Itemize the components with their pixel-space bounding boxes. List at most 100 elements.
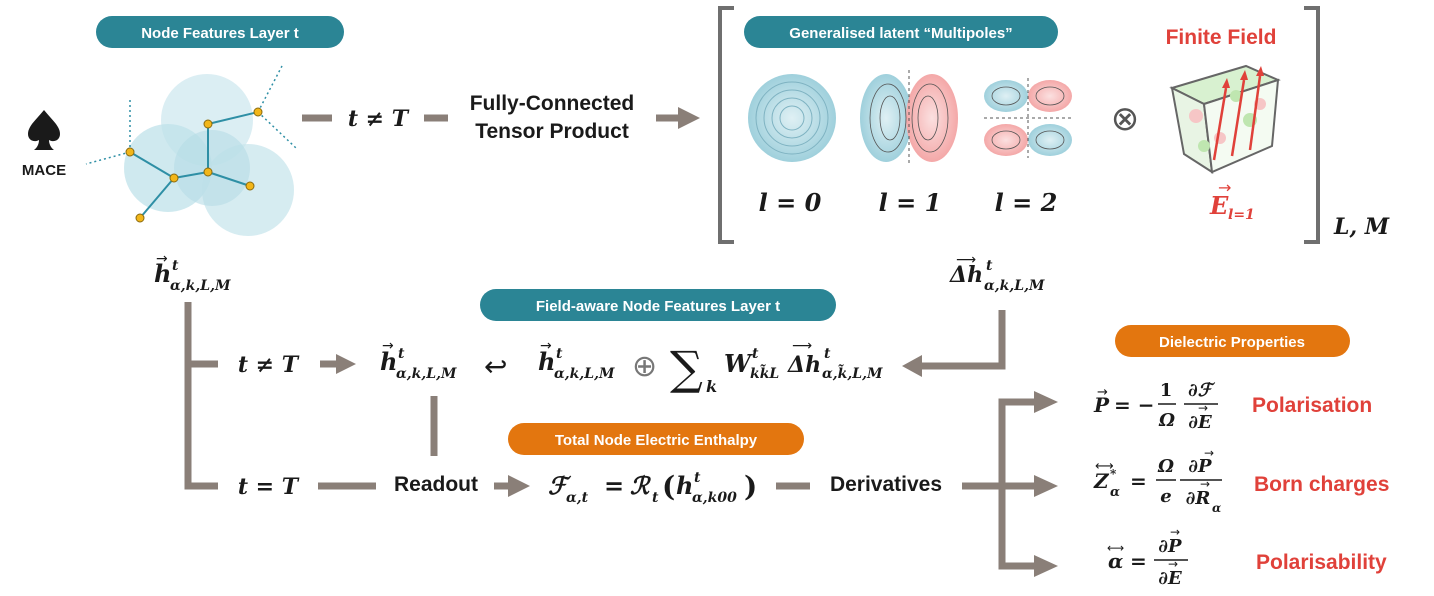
svg-text:t: t (694, 470, 701, 486)
field-symbol: E (1209, 191, 1229, 220)
svg-text:→: → (382, 338, 394, 354)
svg-text:α,k,L,M: α,k,L,M (170, 278, 231, 294)
svg-text:Δh: Δh (787, 352, 821, 378)
svg-text:= −: = − (1114, 393, 1154, 417)
svg-text:⟷: ⟷ (1107, 541, 1124, 555)
svg-text:t: t (752, 346, 759, 362)
otimes-symbol: ⊗ (1111, 99, 1140, 139)
pill-field-aware: Field-aware Node Features Layer t (480, 289, 836, 321)
svg-text:P: P (1093, 393, 1110, 417)
arrow-to-enthalpy (494, 475, 530, 497)
svg-text:∂P: ∂P (1158, 536, 1182, 557)
svg-text:t: t (824, 346, 831, 362)
arrow-delta-to-sum (902, 310, 1006, 377)
svg-text:⟶: ⟶ (956, 252, 976, 268)
svg-text:k: k (706, 377, 717, 396)
svg-text:α: α (1110, 485, 1120, 500)
svg-text:=: = (604, 471, 624, 500)
svg-text:α,k,L,M: α,k,L,M (554, 366, 615, 382)
svg-text:W: W (724, 349, 753, 378)
svg-text:h: h (154, 259, 171, 288)
svg-text:1: 1 (1160, 380, 1173, 401)
svg-text:Ω: Ω (1157, 456, 1174, 477)
svg-text:→: → (1168, 557, 1178, 571)
arrow-to-update (320, 354, 356, 374)
svg-text:⟶: ⟶ (792, 338, 812, 354)
pill-multipoles-label: Generalised latent “Multipoles” (789, 25, 1012, 42)
svg-text:→: → (156, 251, 168, 267)
pill-node-features: Node Features Layer t (96, 16, 344, 48)
condition-readout: t = T (238, 474, 300, 500)
condition-update: t ≠ T (238, 352, 300, 378)
svg-text:=: = (1130, 469, 1147, 493)
enthalpy-equation: ℱ α,t = ℛ t ( h t α,k00 ) (548, 470, 757, 506)
svg-text:α,k00: α,k00 (692, 490, 737, 506)
multipole-l2-image (984, 78, 1072, 158)
derivatives-fork (962, 391, 1058, 577)
tensor-product-line1: Fully-Connected (470, 92, 635, 115)
svg-text:kk̃L: kk̃L (750, 362, 779, 382)
multipole-l0-image (748, 74, 836, 162)
svg-text:α,k̃,L,M: α,k̃,L,M (822, 362, 883, 382)
born-charges-equation: ⟷ Z * α = Ω e → ∂P → ∂R α (1093, 446, 1222, 515)
svg-text:Z: Z (1093, 469, 1110, 493)
polarisability-label: Polarisability (1256, 551, 1387, 574)
svg-text:∂P: ∂P (1188, 456, 1212, 477)
svg-text:∂E: ∂E (1158, 568, 1182, 589)
born-charges-label: Born charges (1254, 473, 1389, 496)
svg-text:t: t (172, 258, 179, 274)
svg-text:→: → (1097, 385, 1108, 400)
return-arrow-icon: ↩ (484, 350, 507, 383)
svg-text:=: = (1130, 549, 1147, 573)
svg-text:→: → (1198, 401, 1208, 415)
oplus-symbol: ⊕ (632, 349, 657, 384)
tensor-product-line2: Tensor Product (475, 120, 629, 143)
delta-feature-symbol: ⟶ Δh t α,k,L,M (949, 252, 1045, 294)
svg-text:⟷: ⟷ (1095, 459, 1114, 474)
updated-feature-symbol: → h t α,k,L,M (380, 338, 457, 382)
svg-text:Δh: Δh (949, 262, 983, 288)
svg-text:α,k,L,M: α,k,L,M (984, 278, 1045, 294)
sum-expression: ∑ k W t kk̃L ⟶ Δh t α,k̃,L,M (670, 338, 883, 396)
svg-text:α: α (1108, 549, 1123, 573)
svg-text:h: h (380, 347, 397, 376)
svg-text:α,k,L,M: α,k,L,M (396, 366, 457, 382)
pill-field-aware-label: Field-aware Node Features Layer t (536, 298, 780, 315)
previous-feature-symbol: → h t α,k,L,M (538, 338, 615, 382)
svg-text:): ) (744, 470, 757, 503)
label-l2: l = 2 (995, 188, 1058, 217)
polarisation-label: Polarisation (1252, 394, 1372, 417)
bracket-label: L, M (1333, 214, 1390, 240)
svg-text:→: → (1170, 525, 1180, 539)
svg-text:α: α (1212, 501, 1221, 515)
pill-multipoles: Generalised latent “Multipoles” (744, 16, 1058, 48)
multipole-l1-image (860, 70, 958, 166)
svg-text:→: → (1200, 477, 1210, 491)
left-vertical-line (184, 302, 218, 490)
pill-dielectric-label: Dielectric Properties (1159, 334, 1305, 351)
label-l1: l = 1 (879, 188, 942, 217)
pill-enthalpy: Total Node Electric Enthalpy (508, 423, 804, 455)
svg-text:ℛ: ℛ (630, 471, 652, 500)
field-sub: l=1 (1228, 207, 1255, 223)
svg-text:*: * (1110, 467, 1117, 481)
finite-field-label: Finite Field (1166, 26, 1277, 49)
label-l0: l = 0 (759, 188, 822, 217)
graph-illustration (85, 65, 297, 236)
svg-text:∂E: ∂E (1188, 412, 1212, 433)
spade-icon (28, 110, 60, 150)
svg-text:t: t (556, 346, 563, 362)
pill-dielectric: Dielectric Properties (1115, 325, 1350, 357)
mace-text: MACE (22, 162, 66, 179)
mace-logo: MACE (22, 110, 66, 179)
svg-text:t: t (398, 346, 405, 362)
svg-text:∂ℱ: ∂ℱ (1188, 380, 1216, 401)
svg-text:t: t (652, 490, 659, 506)
condition-top: t ≠ T (348, 106, 410, 132)
node-feature-symbol: → h t α,k,L,M (154, 251, 231, 294)
svg-text:Ω: Ω (1158, 410, 1175, 431)
svg-text:→: → (540, 338, 552, 354)
finite-field-cube-image (1169, 64, 1281, 174)
field-vector-label: → E l=1 (1209, 178, 1255, 223)
svg-text:∑: ∑ (670, 341, 703, 395)
